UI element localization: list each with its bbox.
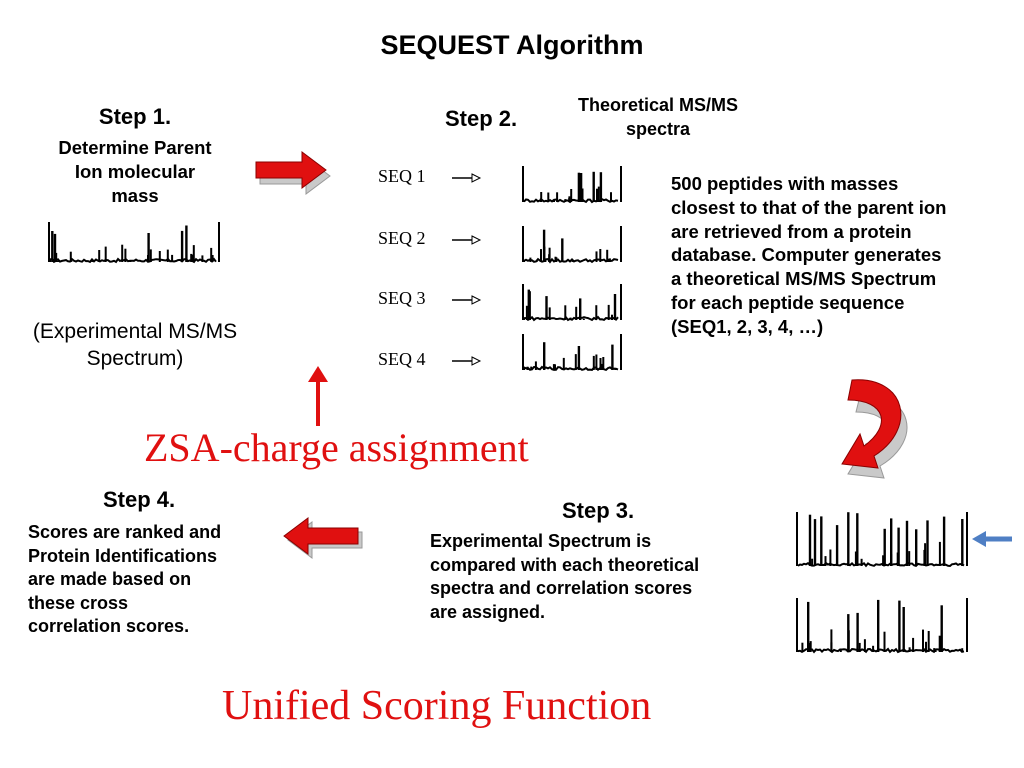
- seq-pointer-arrow: [452, 295, 482, 305]
- step1-desc-line: Determine Parent: [58, 137, 212, 158]
- step4-heading: Step 4.: [103, 487, 176, 512]
- step4-desc-line: correlation scores.: [28, 616, 190, 637]
- red-left-arrow: [283, 517, 363, 559]
- step3-desc-line: spectra and correlation scores: [430, 578, 693, 599]
- experimental-spectrum-step1: [48, 222, 220, 264]
- theoretical-label-line: spectra: [625, 119, 691, 139]
- step4-desc-line: Protein Identifications: [28, 545, 218, 566]
- step2-description: 500 peptides with masses closest to that…: [671, 172, 1021, 339]
- seq-pointer-arrow: [452, 356, 482, 366]
- theoretical-spectra-label: Theoretical MS/MS spectra: [548, 93, 768, 141]
- step2-heading: Step 2.: [445, 106, 518, 131]
- step1-description: Determine Parent Ion molecular mass: [30, 136, 240, 208]
- theoretical-label-line: Theoretical MS/MS: [577, 95, 739, 115]
- theoretical-spectrum-seq1: [522, 166, 622, 204]
- step3-desc-line: Experimental Spectrum is: [430, 531, 652, 551]
- step1-heading: Step 1.: [98, 104, 172, 129]
- step4-description: Scores are ranked and Protein Identifica…: [28, 521, 288, 639]
- step4-desc-line: these cross: [28, 592, 129, 613]
- red-right-arrow: [255, 151, 331, 195]
- zsa-charge-assignment-label: ZSA-charge assignment: [144, 425, 529, 470]
- step3-heading: Step 3.: [562, 498, 635, 523]
- theoretical-spectrum-step3: [796, 598, 968, 654]
- step3-description: Experimental Spectrum is compared with e…: [430, 530, 790, 624]
- step2-desc-line: database. Computer generates: [671, 244, 942, 266]
- step2-desc-line: closest to that of the parent ion: [671, 196, 947, 218]
- red-up-arrow: [308, 366, 328, 426]
- unified-scoring-function-label: Unified Scoring Function: [222, 683, 652, 729]
- seq-label: SEQ 4: [378, 349, 426, 369]
- seq-label: SEQ 3: [378, 288, 426, 308]
- experimental-spectrum-label: (Experimental MS/MS Spectrum): [0, 318, 270, 372]
- step2-desc-line: 500 peptides with masses: [671, 173, 899, 194]
- theoretical-spectrum-seq3: [522, 284, 622, 322]
- exp-label-line: Spectrum): [86, 347, 184, 370]
- step2-desc-line: are retrieved from a protein: [671, 220, 912, 242]
- red-curved-arrow: [841, 379, 908, 479]
- exp-label-line: (Experimental MS/MS: [32, 320, 238, 343]
- seq-label: SEQ 2: [378, 228, 426, 248]
- step2-desc-line: (SEQ1, 2, 3, 4, …): [671, 315, 824, 337]
- step1-desc-line: mass: [111, 185, 159, 206]
- seq-pointer-arrow: [452, 173, 482, 183]
- step3-desc-line: are assigned.: [430, 601, 546, 622]
- step2-desc-line: for each peptide sequence: [671, 291, 905, 313]
- theoretical-spectrum-seq2: [522, 226, 622, 264]
- step3-desc-line: compared with each theoretical: [430, 554, 700, 575]
- seq-label: SEQ 1: [378, 166, 426, 186]
- seq-pointer-arrow: [452, 235, 482, 245]
- step4-desc-line: Scores are ranked and: [28, 522, 222, 542]
- page-title: SEQUEST Algorithm: [380, 30, 644, 60]
- theoretical-spectrum-seq4: [522, 334, 622, 372]
- step4-desc-line: are made based on: [28, 569, 192, 590]
- blue-left-arrow: [972, 531, 1012, 547]
- step2-desc-line: a theoretical MS/MS Spectrum: [671, 268, 937, 290]
- experimental-spectrum-step3: [796, 512, 968, 568]
- step1-desc-line: Ion molecular: [74, 161, 196, 182]
